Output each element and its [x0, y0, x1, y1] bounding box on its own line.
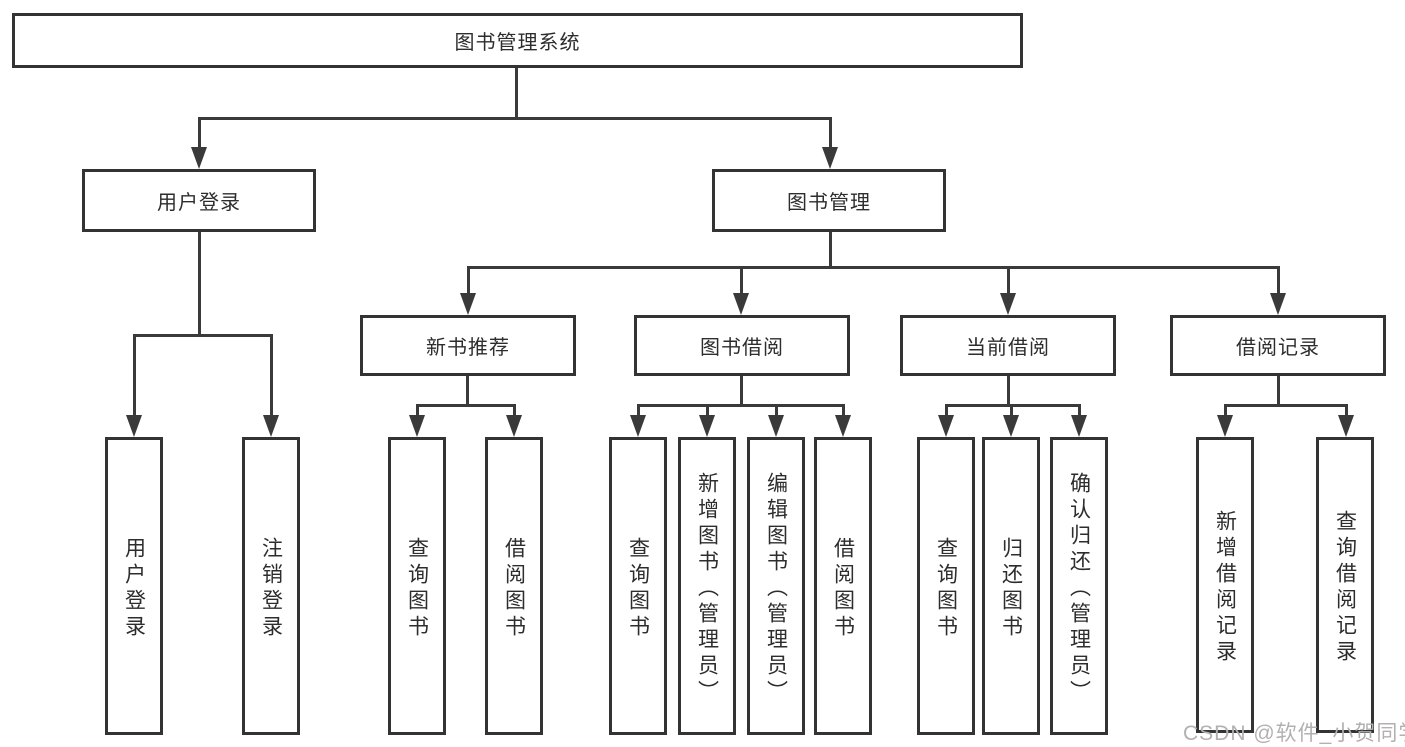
connector-group-hbar — [1224, 404, 1348, 407]
leaf-cb-query-books: 查询图书 — [917, 437, 975, 735]
connector-leaf-stem — [416, 404, 419, 417]
connector-leaf-stem — [467, 266, 470, 293]
connector-group-hbar — [416, 404, 516, 407]
arrow-down-icon — [938, 415, 954, 437]
connector-leaf-stem — [133, 334, 136, 415]
node-borrow-records: 借阅记录 — [1170, 315, 1386, 376]
connector-leaf-stem — [842, 404, 845, 417]
arrow-down-icon — [1000, 293, 1016, 315]
arrow-down-icon — [1071, 415, 1087, 437]
connector-userlogin-stem — [198, 117, 201, 149]
arrow-down-icon — [263, 415, 279, 437]
node-user-login: 用户登录 — [82, 169, 316, 232]
arrow-down-icon — [409, 415, 425, 437]
leaf-logout: 注销登录 — [242, 437, 300, 735]
connector-group-down — [1277, 376, 1280, 407]
connector-leaf-stem — [1010, 404, 1013, 417]
connector-leaf-stem — [1277, 266, 1280, 293]
node-library-system: 图书管理系统 — [12, 13, 1023, 68]
leaf-user-login: 用户登录 — [105, 437, 163, 735]
connector-root-hbar — [198, 117, 832, 120]
leaf-bb-edit-books-admin: 编辑图书（管理员） — [747, 437, 805, 735]
arrow-down-icon — [126, 415, 142, 437]
connector-userlogin-down — [198, 232, 201, 337]
connector-leaf-stem — [706, 404, 709, 417]
arrow-down-icon — [699, 415, 715, 437]
leaf-bb-add-books-admin: 新增图书（管理员） — [678, 437, 736, 735]
node-new-book-recommend: 新书推荐 — [360, 315, 576, 376]
leaf-bb-query-books: 查询图书 — [609, 437, 667, 735]
connector-group-down — [740, 376, 743, 407]
leaf-bb-borrow-books: 借阅图书 — [814, 437, 872, 735]
leaf-nb-query-books: 查询图书 — [388, 437, 446, 735]
connector-group-hbar — [945, 404, 1081, 407]
connector-level3-hbar — [467, 266, 1280, 269]
leaf-cb-confirm-return-admin: 确认归还（管理员） — [1050, 437, 1108, 735]
watermark: CSDN @软件_小贺同学 — [1183, 722, 1405, 745]
connector-userlogin-hbar — [133, 334, 273, 337]
arrow-down-icon — [733, 293, 749, 315]
arrow-down-icon — [191, 147, 207, 169]
connector-leaf-stem — [513, 404, 516, 417]
connector-leaf-stem — [775, 404, 778, 417]
arrow-down-icon — [1270, 293, 1286, 315]
connector-leaf-stem — [1345, 404, 1348, 417]
leaf-nb-borrow-books: 借阅图书 — [485, 437, 543, 735]
connector-leaf-stem — [945, 404, 948, 417]
arrow-down-icon — [768, 415, 784, 437]
arrow-down-icon — [1338, 415, 1354, 437]
connector-leaf-stem — [637, 404, 640, 417]
node-book-borrow: 图书借阅 — [634, 315, 850, 376]
arrow-down-icon — [506, 415, 522, 437]
arrow-down-icon — [460, 293, 476, 315]
connector-leaf-stem — [1007, 266, 1010, 293]
connector-group-down — [466, 376, 469, 407]
connector-group-hbar — [637, 404, 845, 407]
connector-bookmgmt-down — [829, 232, 832, 268]
node-book-management: 图书管理 — [712, 169, 946, 232]
leaf-br-add-record: 新增借阅记录 — [1196, 437, 1254, 733]
arrow-down-icon — [1217, 415, 1233, 437]
arrow-down-icon — [1003, 415, 1019, 437]
leaf-cb-return-books: 归还图书 — [982, 437, 1040, 735]
connector-group-down — [1007, 376, 1010, 407]
connector-leaf-stem — [270, 334, 273, 415]
node-current-borrow: 当前借阅 — [900, 315, 1116, 376]
connector-leaf-stem — [740, 266, 743, 293]
connector-leaf-stem — [1078, 404, 1081, 417]
arrow-down-icon — [630, 415, 646, 437]
arrow-down-icon — [822, 147, 838, 169]
leaf-br-query-record: 查询借阅记录 — [1316, 437, 1374, 733]
arrow-down-icon — [835, 415, 851, 437]
connector-bookmgmt-stem — [829, 117, 832, 149]
connector-leaf-stem — [1224, 404, 1227, 417]
connector-root-stem — [515, 68, 518, 118]
